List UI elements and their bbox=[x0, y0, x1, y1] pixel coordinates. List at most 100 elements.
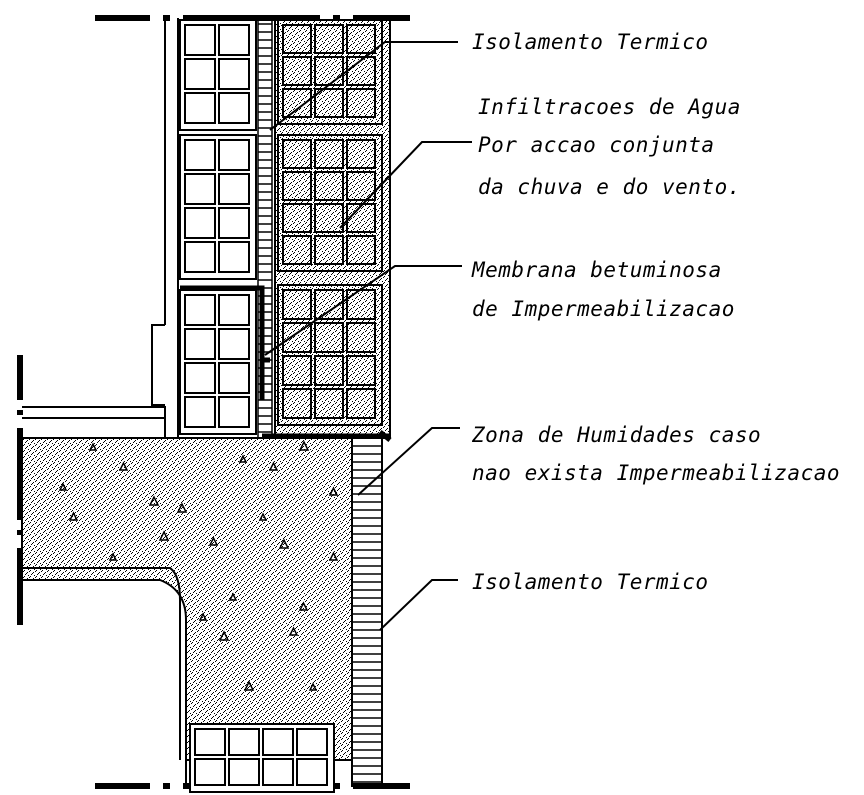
masonry-block-bottom bbox=[189, 723, 335, 793]
block-cell bbox=[218, 396, 250, 428]
block-cell bbox=[218, 139, 250, 171]
block-cell bbox=[218, 328, 250, 360]
block-cell bbox=[314, 388, 344, 419]
block-cell bbox=[262, 728, 294, 756]
block-cell bbox=[228, 728, 260, 756]
aggregate-mark bbox=[176, 502, 188, 513]
block-cell bbox=[194, 758, 226, 786]
aggregate-mark bbox=[278, 538, 290, 549]
block-cell bbox=[218, 173, 250, 205]
aggregate-mark bbox=[208, 536, 219, 546]
label-isolamento-termico-bottom: Isolamento Termico bbox=[472, 570, 709, 594]
block-cell bbox=[218, 207, 250, 239]
block-cell bbox=[282, 88, 312, 118]
concrete-slab bbox=[21, 437, 353, 761]
block-cell bbox=[184, 24, 216, 56]
block-cell bbox=[184, 92, 216, 124]
block-cell bbox=[282, 289, 312, 320]
aggregate-mark bbox=[308, 682, 318, 691]
block-cell bbox=[218, 24, 250, 56]
block-cell bbox=[314, 171, 344, 201]
aggregate-mark bbox=[238, 454, 248, 463]
leader-isolamento-top bbox=[269, 41, 458, 131]
block-cell bbox=[262, 758, 294, 786]
block-cell bbox=[218, 294, 250, 326]
block-cell bbox=[184, 241, 216, 273]
block-cell bbox=[296, 728, 328, 756]
aggregate-mark bbox=[243, 680, 255, 691]
block-cell bbox=[282, 171, 312, 201]
masonry-leaf-inner bbox=[179, 19, 257, 435]
block-cell bbox=[282, 355, 312, 386]
block-cell bbox=[218, 92, 250, 124]
leader-membrana bbox=[264, 265, 462, 356]
block-cell bbox=[184, 362, 216, 394]
block-cell bbox=[184, 58, 216, 90]
block-cell bbox=[314, 56, 344, 86]
bituminous-membrane bbox=[180, 285, 392, 442]
aggregate-mark bbox=[268, 461, 279, 471]
block-cell bbox=[314, 203, 344, 233]
block-cell bbox=[346, 56, 376, 86]
aggregate-mark bbox=[288, 626, 299, 636]
block-cell bbox=[282, 203, 312, 233]
block-cell bbox=[218, 241, 250, 273]
aggregate-mark bbox=[68, 511, 79, 521]
air-gap-hatch bbox=[257, 18, 273, 438]
label-zona-line2: nao exista Impermeabilizacao bbox=[472, 461, 841, 485]
aggregate-mark bbox=[228, 592, 238, 601]
aggregate-mark bbox=[108, 552, 118, 561]
lower-insulation-frame bbox=[351, 437, 383, 787]
block-cell bbox=[346, 88, 376, 118]
label-infiltracoes-line1: Infiltracoes de Agua bbox=[478, 95, 741, 119]
aggregate-mark bbox=[298, 601, 309, 611]
block-cell bbox=[218, 362, 250, 394]
block-cell bbox=[184, 139, 216, 171]
block-cell bbox=[184, 328, 216, 360]
block-cell bbox=[184, 207, 216, 239]
block-cell bbox=[346, 24, 376, 54]
leader-lines bbox=[264, 41, 472, 631]
block-cell bbox=[218, 58, 250, 90]
block-cell bbox=[314, 88, 344, 118]
label-isolamento-termico-top: Isolamento Termico bbox=[472, 30, 709, 54]
block-cell bbox=[314, 355, 344, 386]
aggregate-mark bbox=[258, 512, 268, 521]
aggregate-mark bbox=[148, 495, 160, 506]
aggregate-mark bbox=[328, 551, 339, 561]
block-cell bbox=[282, 139, 312, 169]
block-cell bbox=[314, 235, 344, 265]
lower-insulation-strip bbox=[352, 445, 382, 783]
block-cell bbox=[194, 728, 226, 756]
block-cell bbox=[314, 24, 344, 54]
leader-isolamento-bottom bbox=[379, 579, 458, 631]
block-cell bbox=[184, 396, 216, 428]
block-cell bbox=[314, 139, 344, 169]
aggregate-mark bbox=[158, 530, 170, 541]
label-zona-line1: Zona de Humidades caso bbox=[472, 423, 762, 447]
aggregate-mark bbox=[88, 442, 98, 451]
label-infiltracoes-line3: da chuva e do vento. bbox=[478, 175, 741, 199]
block-cell bbox=[296, 758, 328, 786]
block-cell bbox=[184, 294, 216, 326]
label-membrana-line2: de Impermeabilizacao bbox=[472, 297, 735, 321]
concrete-aggregates bbox=[58, 440, 339, 691]
block-cell bbox=[314, 322, 344, 353]
block-cell bbox=[282, 235, 312, 265]
block-cell bbox=[228, 758, 260, 786]
block-cell bbox=[282, 24, 312, 54]
block-cell bbox=[282, 388, 312, 419]
block-cell bbox=[346, 322, 376, 353]
aggregate-mark bbox=[218, 630, 230, 641]
leader-zona bbox=[357, 427, 460, 496]
aggregate-mark bbox=[298, 440, 310, 451]
aggregate-mark bbox=[328, 486, 339, 496]
block-cell bbox=[184, 173, 216, 205]
block-cell bbox=[346, 203, 376, 233]
block-cell bbox=[282, 56, 312, 86]
aggregate-mark bbox=[58, 482, 68, 491]
block-cell bbox=[346, 355, 376, 386]
leader-infiltracoes bbox=[339, 141, 472, 229]
label-infiltracoes-line2: Por accao conjunta bbox=[478, 133, 715, 157]
